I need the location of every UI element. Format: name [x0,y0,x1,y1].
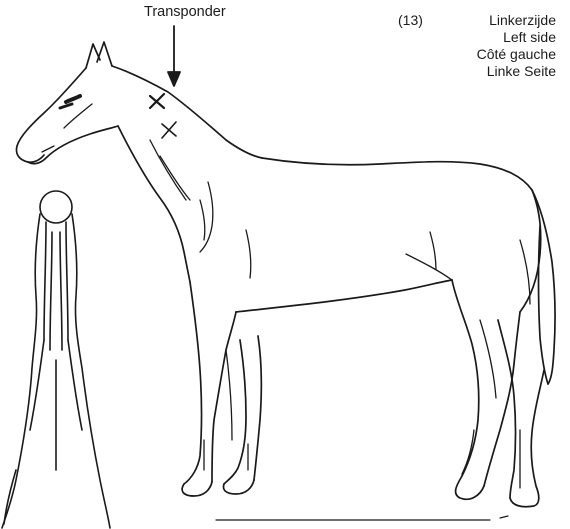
side-label-german: Linke Seite [477,63,556,80]
diagram-number: (13) [398,12,423,29]
arrow-down-icon [168,26,180,86]
ground-line [216,516,508,520]
horse-head-front-view [2,191,110,528]
side-label-french: Côté gauche [477,46,556,63]
transponder-label: Transponder [144,4,226,21]
secondary-cross-mark [162,122,176,138]
horse-left-side-outline [16,42,555,507]
side-label-english: Left side [477,29,556,46]
transponder-cross-mark [150,94,164,108]
side-label-dutch: Linkerzijde [477,12,556,29]
side-legend: Linkerzijde Left side Côté gauche Linke … [477,12,556,80]
horse-markings [42,96,530,488]
